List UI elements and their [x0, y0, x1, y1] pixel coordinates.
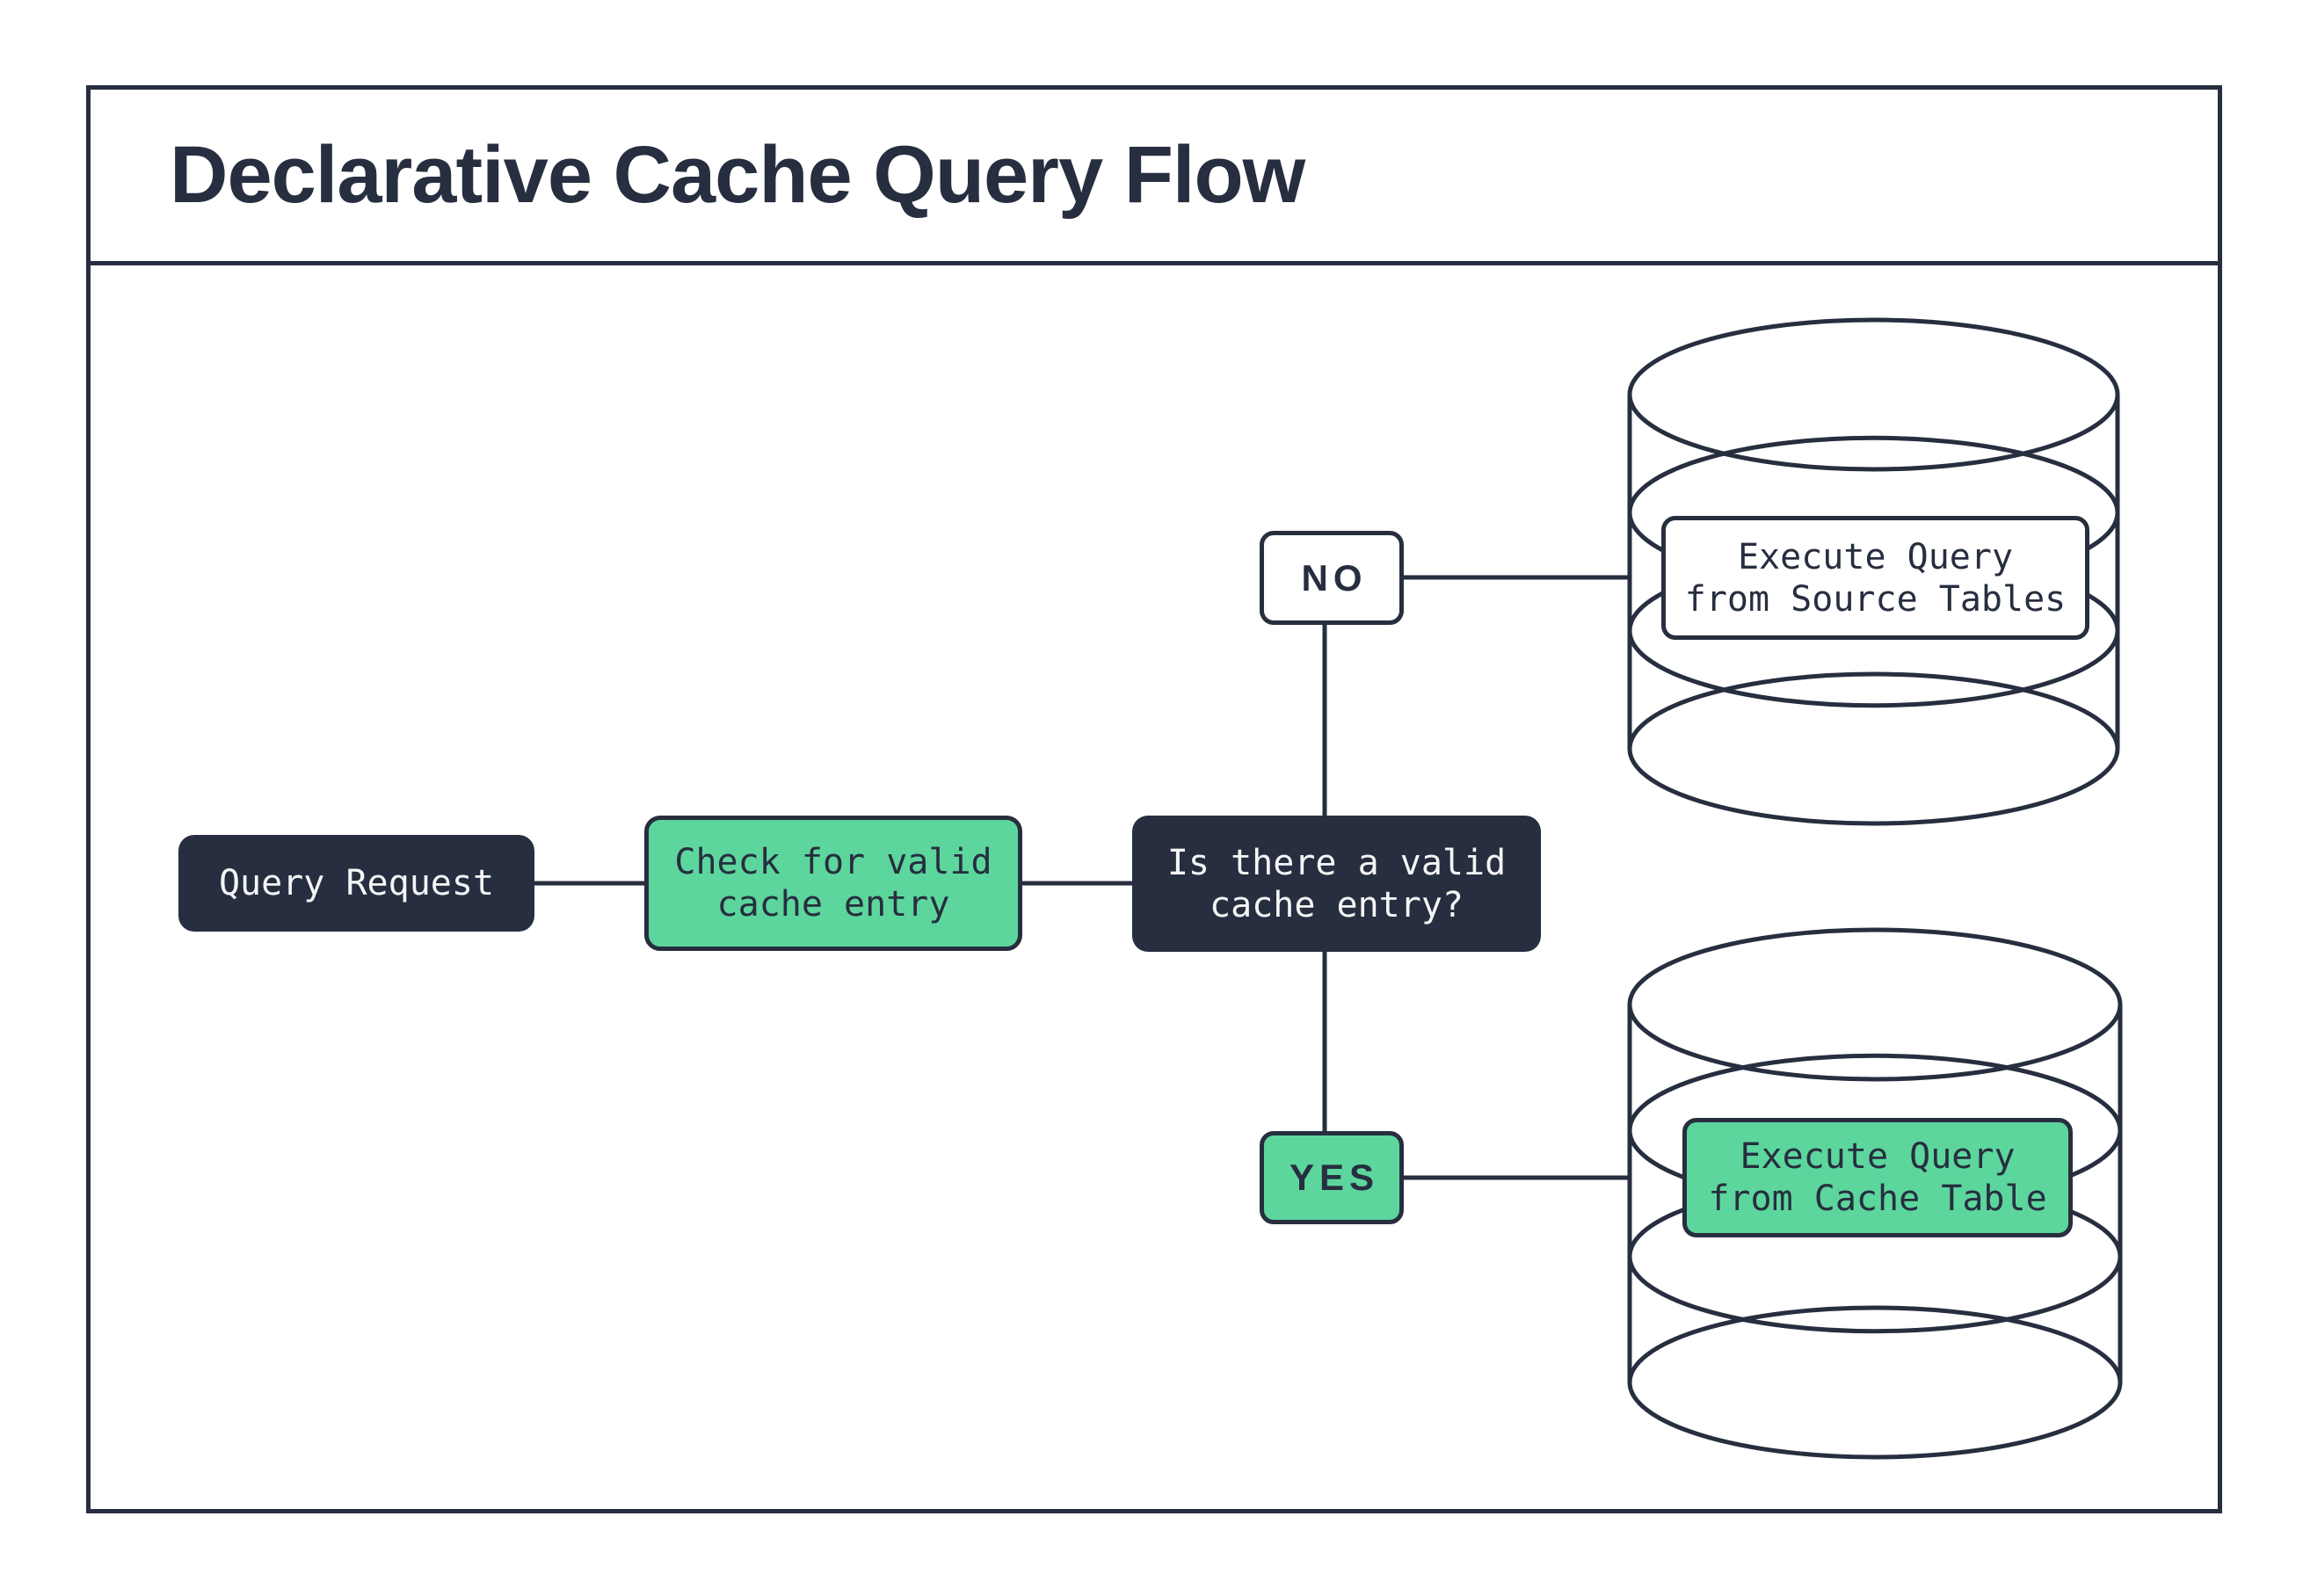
node-execute-query-source: Execute Query from Source Tables: [1661, 516, 2089, 640]
node-check-cache-entry: Check for valid cache entry: [644, 816, 1022, 951]
page-title: Declarative Cache Query Flow: [170, 130, 1305, 220]
node-query-request: Query Request: [178, 835, 534, 932]
branch-label-yes: YES: [1260, 1131, 1404, 1224]
header: Declarative Cache Query Flow: [91, 90, 2218, 265]
node-decision-valid-cache: Is there a valid cache entry?: [1132, 816, 1541, 952]
node-execute-query-cache: Execute Query from Cache Table: [1682, 1118, 2073, 1237]
branch-label-no: NO: [1260, 531, 1404, 625]
